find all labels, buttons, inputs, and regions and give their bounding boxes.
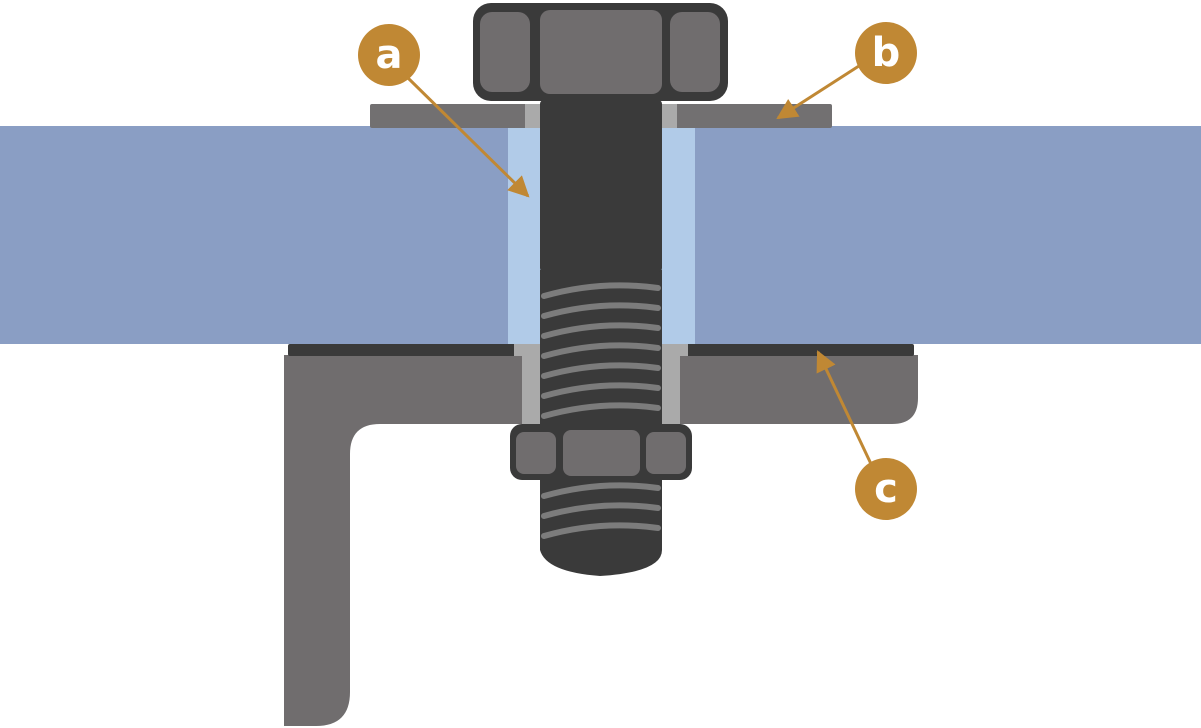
thread-ridge [541,402,661,419]
thread-ridge [541,282,661,299]
callout-a-leader [406,76,530,198]
thread-ridge [541,322,661,339]
thread-ridge [541,342,661,359]
bolt-shank [540,100,662,272]
thread-ridge [541,362,661,379]
thread-ridge [541,482,661,499]
callout-c: c [855,458,917,520]
thread-ridge [541,302,661,319]
callout-a-label: a [376,32,403,78]
thread-ridge [541,522,661,539]
hex-nut [510,424,692,480]
angle-bracket [284,355,918,726]
callout-c-label: c [874,466,898,512]
bolt-head [473,3,728,101]
callout-a: a [358,24,420,86]
callout-c-leader [816,350,874,467]
thread-ridge [541,382,661,399]
thread-ridge [541,502,661,519]
callout-b-leader [776,62,863,120]
callout-b-label: b [872,30,901,76]
thread-lines [541,282,661,539]
callout-b: b [855,22,917,84]
